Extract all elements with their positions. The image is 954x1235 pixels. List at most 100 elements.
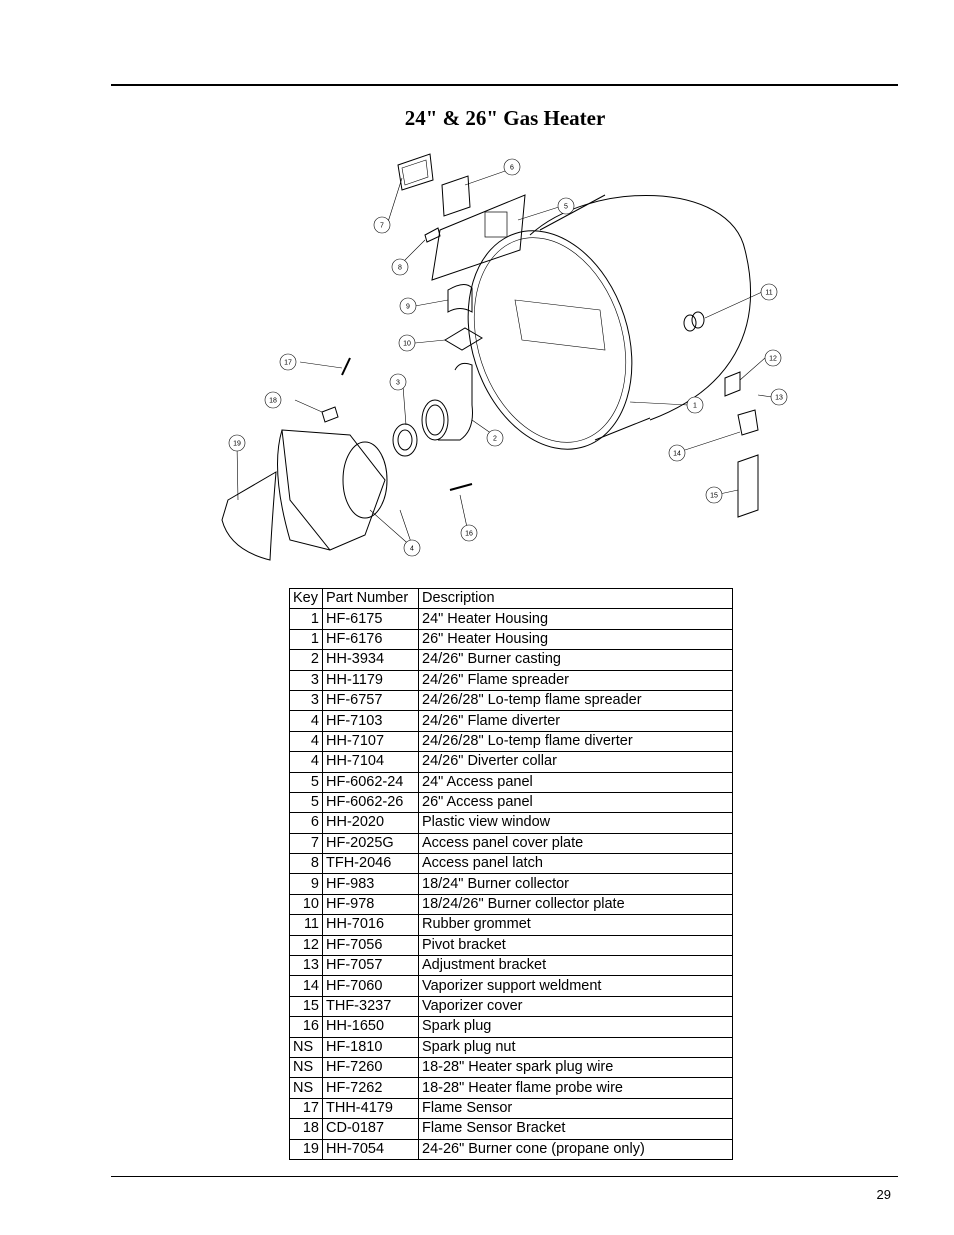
row-key: 14 <box>289 975 323 997</box>
row-description: Flame Sensor <box>418 1097 733 1120</box>
burner-collector <box>447 284 473 313</box>
row-key: 3 <box>289 669 323 691</box>
row-part-number: HF-7056 <box>322 934 419 957</box>
callout-5 <box>557 197 575 215</box>
row-description: 24-26" Burner cone (propane only) <box>418 1138 733 1160</box>
row-description: Vaporizer support weldment <box>418 975 733 997</box>
row-key: 13 <box>289 955 323 977</box>
row-key: 7 <box>289 832 323 855</box>
vaporizer-support <box>737 409 759 436</box>
callout-13 <box>770 388 788 406</box>
row-key: 10 <box>289 893 323 916</box>
row-key: NS <box>289 1056 323 1079</box>
row-description: Vaporizer cover <box>418 995 733 1018</box>
burner-casting <box>438 362 473 441</box>
callout-label: 19 <box>233 441 241 448</box>
row-description: 26" Heater Housing <box>418 628 733 651</box>
callout-7 <box>373 216 391 234</box>
row-part-number: HF-6062-26 <box>322 791 419 814</box>
callout-label: 7 <box>380 223 384 230</box>
row-key: 12 <box>289 934 323 957</box>
row-part-number: HF-978 <box>322 893 419 916</box>
row-part-number: HF-6062-24 <box>322 771 419 793</box>
header-key: Key <box>289 587 323 610</box>
flame-diverter <box>281 429 386 551</box>
table-header-row: Key Part Number Description <box>289 587 733 610</box>
exploded-parts-diagram: 1 2 3 4 5 6 7 8 9 10 11 12 13 14 15 16 1… <box>221 153 788 561</box>
row-part-number: HF-6757 <box>322 689 419 712</box>
callout-label: 18 <box>269 398 277 405</box>
callout-label: 6 <box>510 165 514 172</box>
header-rule <box>111 84 898 86</box>
row-key: 4 <box>289 730 323 753</box>
row-description: Spark plug <box>418 1016 733 1038</box>
row-description: 18-28" Heater spark plug wire <box>418 1056 733 1079</box>
callout-3 <box>389 373 407 391</box>
row-part-number: HF-1810 <box>322 1036 419 1058</box>
heater-housing-front <box>467 230 633 450</box>
row-part-number: HF-2025G <box>322 832 419 855</box>
row-part-number: HH-3934 <box>322 649 419 671</box>
cover-plate <box>397 153 434 191</box>
row-description: Flame Sensor Bracket <box>418 1118 733 1140</box>
callout-label: 5 <box>564 204 568 211</box>
header-part-number: Part Number <box>322 587 419 610</box>
callout-8 <box>391 258 409 276</box>
row-key: 2 <box>289 649 323 671</box>
callout-12 <box>764 349 782 367</box>
row-key: 6 <box>289 812 323 834</box>
callout-11 <box>760 283 778 301</box>
burner-cone <box>221 471 277 561</box>
row-description: 18/24/26" Burner collector plate <box>418 893 733 916</box>
row-description: 26" Access panel <box>418 791 733 814</box>
row-part-number: HH-7107 <box>322 730 419 753</box>
callout-14 <box>668 444 686 462</box>
row-key: 11 <box>289 914 323 936</box>
header-description: Description <box>418 587 733 610</box>
panel-latch <box>424 227 441 243</box>
callout-label: 14 <box>673 451 681 458</box>
row-part-number: HH-2020 <box>322 812 419 834</box>
sensor-bracket <box>321 406 339 423</box>
callout-15 <box>705 486 723 504</box>
callout-label: 10 <box>403 341 411 348</box>
row-part-number: HH-1650 <box>322 1016 419 1038</box>
callout-label: 16 <box>465 531 473 538</box>
row-key: 5 <box>289 791 323 814</box>
row-part-number: HF-7260 <box>322 1056 419 1079</box>
callout-1 <box>686 396 704 414</box>
row-description: Pivot bracket <box>418 934 733 957</box>
page-number: 29 <box>876 1187 891 1202</box>
callout-10 <box>398 334 416 352</box>
row-key: 15 <box>289 995 323 1018</box>
row-part-number: HF-7057 <box>322 955 419 977</box>
callout-label: 11 <box>765 290 772 297</box>
row-part-number: HH-7104 <box>322 751 419 773</box>
row-part-number: HF-7103 <box>322 710 419 732</box>
callout-label: 12 <box>769 356 777 363</box>
access-panel <box>431 194 526 281</box>
row-key: NS <box>289 1036 323 1058</box>
row-key: NS <box>289 1077 323 1099</box>
row-part-number: THF-3237 <box>322 995 419 1018</box>
row-description: 24" Heater Housing <box>418 608 733 630</box>
footer-rule <box>111 1176 898 1177</box>
row-description: 18/24" Burner collector <box>418 873 733 895</box>
row-key: 9 <box>289 873 323 895</box>
